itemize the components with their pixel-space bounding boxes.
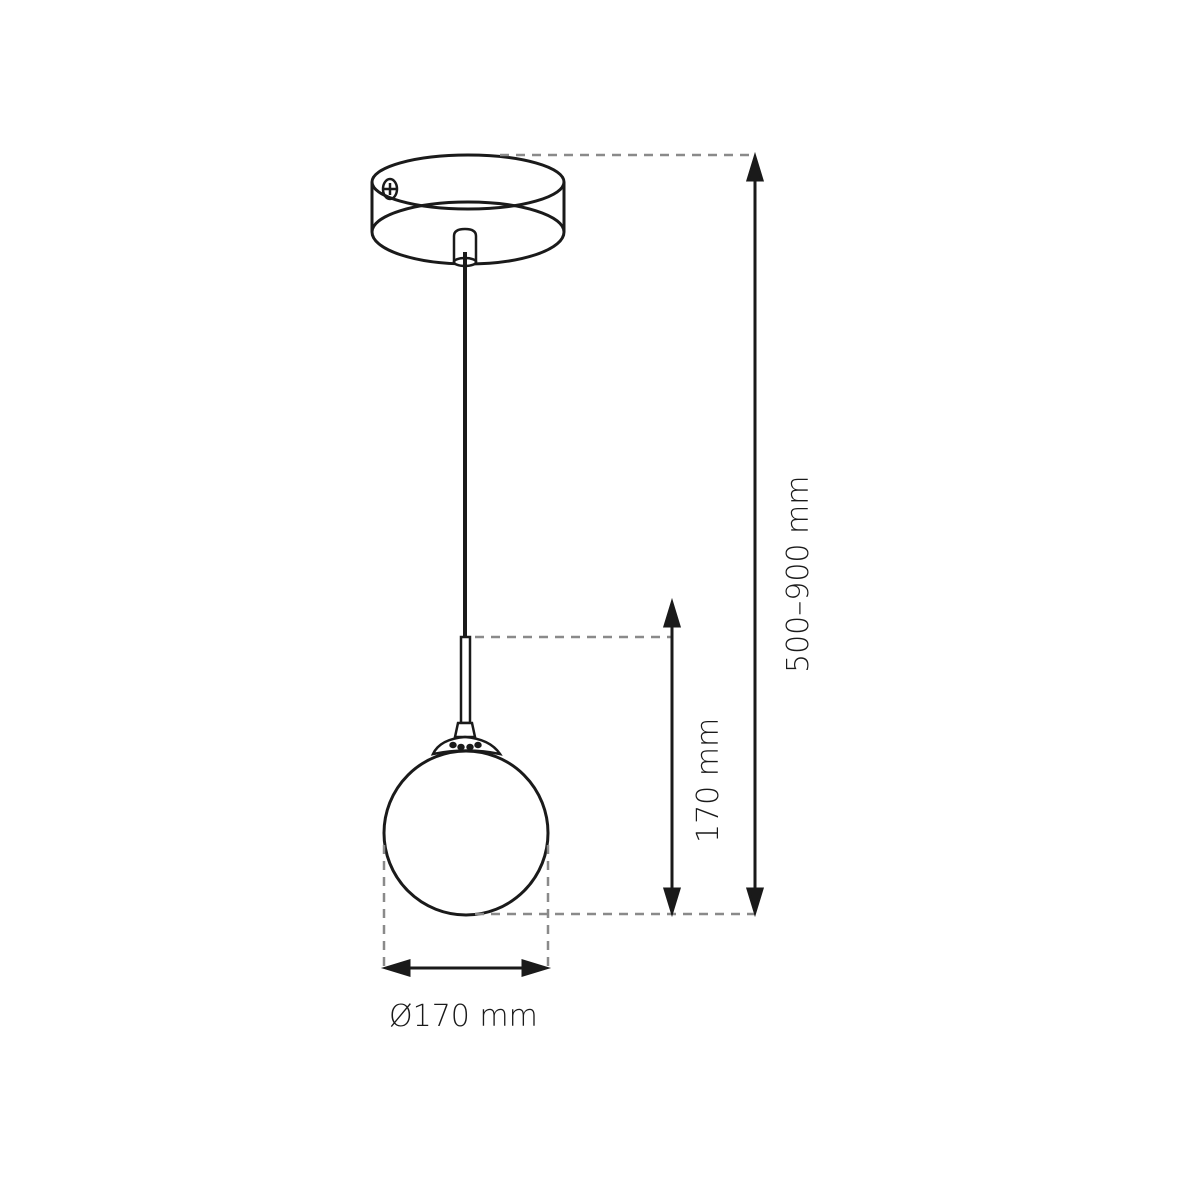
lamp-holder — [430, 721, 503, 756]
dimension-arrows — [380, 151, 765, 978]
total-height-label: 500–900 mm — [781, 475, 816, 673]
cable-grip — [452, 227, 478, 268]
shade-diameter-label: Ø170 mm — [389, 999, 538, 1034]
extension-lines — [382, 153, 755, 968]
screw-icon — [381, 177, 399, 201]
cable-sleeve — [459, 635, 472, 725]
globe-shade — [382, 749, 550, 917]
shade-height-label: 170 mm — [691, 718, 726, 843]
